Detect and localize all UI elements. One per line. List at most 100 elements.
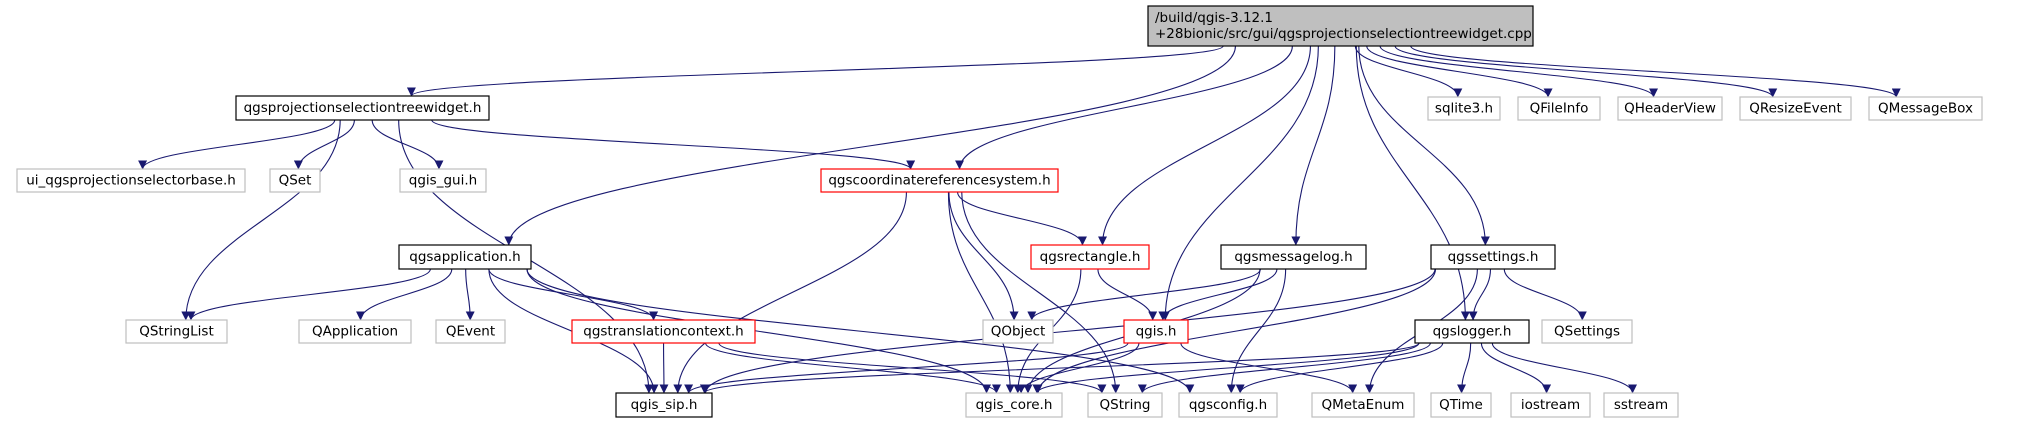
edge-root-to-qfileinfo: [1366, 45, 1553, 98]
node-box: [1510, 392, 1591, 418]
node-qgis-core[interactable]: qgis_core.h: [965, 392, 1063, 418]
edge-root-to-qmessagebox: [1410, 45, 1901, 98]
node-app-h[interactable]: qgsapplication.h: [398, 244, 532, 270]
edge-root-to-qgis-h: [1160, 45, 1319, 321]
edge-root-to-qheaderview: [1379, 45, 1658, 98]
node-qobject[interactable]: QObject: [982, 319, 1054, 344]
node-label: qgstranslationcontext.h: [583, 324, 744, 340]
edge-crs-h-to-qobject: [948, 191, 1019, 321]
node-crs-h[interactable]: qgscoordinatereferencesystem.h: [820, 168, 1059, 193]
node-box: [571, 319, 756, 344]
node-label: qgsapplication.h: [409, 249, 521, 265]
node-qtime[interactable]: QTime: [1430, 392, 1492, 418]
edge-qgis-h-to-qgis-core: [1016, 342, 1140, 394]
node-qapplication[interactable]: QApplication: [298, 319, 412, 344]
node-root[interactable]: /build/qgis-3.12.1+28bionic/src/gui/qgsp…: [1147, 5, 1534, 47]
node-label: QSettings: [1554, 324, 1620, 340]
node-box: [398, 244, 532, 270]
edge-crs-h-to-qgis-sip: [673, 191, 907, 394]
node-box: [1427, 96, 1501, 121]
node-qgis-sip[interactable]: qgis_sip.h: [615, 392, 713, 418]
node-label: qgscoordinatereferencesystem.h: [828, 173, 1050, 189]
edge-logger-h-to-qtime: [1457, 342, 1472, 394]
node-label: QResizeEvent: [1749, 101, 1842, 117]
node-box: [615, 392, 713, 418]
node-box: [1430, 392, 1492, 418]
file-nodes: /build/qgis-3.12.1+28bionic/src/gui/qgsp…: [16, 5, 1983, 418]
node-box: [1030, 244, 1150, 270]
node-sqlite3-h[interactable]: sqlite3.h: [1427, 96, 1501, 121]
node-label: QSet: [279, 173, 312, 189]
node-box: [1603, 392, 1679, 418]
node-box: [982, 319, 1054, 344]
node-box: [820, 168, 1059, 193]
dependency-edges: [138, 45, 1901, 394]
node-box: [399, 168, 487, 193]
node-label: qgis_sip.h: [631, 397, 698, 413]
node-label: qgsrectangle.h: [1040, 249, 1141, 265]
node-qgsconfig[interactable]: qgsconfig.h: [1178, 392, 1278, 418]
node-label: sstream: [1614, 397, 1668, 413]
node-qstringlist[interactable]: QStringList: [125, 319, 228, 344]
node-box: [16, 168, 246, 193]
node-treewidget-h[interactable]: qgsprojectionselectiontreewidget.h: [235, 95, 490, 121]
node-box: [1311, 392, 1415, 418]
node-box: [1739, 96, 1852, 121]
edge-treewidget-h-to-qset: [293, 119, 355, 170]
edge-root-to-logger-h: [1355, 45, 1470, 321]
node-label: QHeaderView: [1624, 101, 1716, 117]
edge-logger-h-to-qgis-sip: [700, 342, 1420, 394]
node-ui-base[interactable]: ui_qgsprojectionselectorbase.h: [16, 168, 246, 193]
node-box: [1123, 319, 1189, 344]
node-box: [1147, 5, 1534, 47]
node-box: [1414, 319, 1530, 344]
node-rect-h[interactable]: qgsrectangle.h: [1030, 244, 1150, 270]
node-qgis-h[interactable]: qgis.h: [1123, 319, 1189, 344]
edge-settings-h-to-qgis-sip: [701, 268, 1436, 394]
node-label: qgis.h: [1136, 324, 1177, 340]
edge-settings-h-to-qsettings: [1503, 268, 1587, 321]
edge-logger-h-to-iostream: [1480, 342, 1552, 394]
node-box: [235, 95, 490, 121]
node-label: qgsconfig.h: [1189, 397, 1267, 413]
node-qgis-gui[interactable]: qgis_gui.h: [399, 168, 487, 193]
node-label: qgsmessagelog.h: [1234, 249, 1352, 265]
node-transctx-h[interactable]: qgstranslationcontext.h: [571, 319, 756, 344]
node-msglog-h[interactable]: qgsmessagelog.h: [1220, 244, 1367, 270]
node-box: [965, 392, 1063, 418]
edge-settings-h-to-qgis-core: [1033, 268, 1437, 394]
node-qsettings[interactable]: QSettings: [1541, 319, 1633, 344]
node-label: iostream: [1521, 397, 1580, 413]
edge-logger-h-to-qgsconfig: [1235, 342, 1444, 394]
node-qmessagebox[interactable]: QMessageBox: [1868, 96, 1983, 121]
edge-logger-h-to-sstream: [1491, 342, 1637, 394]
node-qresizeevent[interactable]: QResizeEvent: [1739, 96, 1852, 121]
node-label: qgssettings.h: [1448, 249, 1539, 265]
node-label: QString: [1100, 397, 1151, 413]
node-sstream[interactable]: sstream: [1603, 392, 1679, 418]
node-qstring[interactable]: QString: [1087, 392, 1163, 418]
edge-rect-h-to-qgis-h: [1097, 268, 1158, 321]
edge-app-h-to-qevent: [465, 268, 475, 321]
node-logger-h[interactable]: qgslogger.h: [1414, 319, 1530, 344]
node-qfileinfo[interactable]: QFileInfo: [1517, 96, 1601, 121]
node-label: QFileInfo: [1530, 101, 1589, 117]
edge-qgis-h-to-qmetaenum: [1180, 342, 1358, 394]
edge-treewidget-h-to-crs-h: [431, 119, 915, 170]
node-settings-h[interactable]: qgssettings.h: [1430, 244, 1556, 270]
node-label: QMetaEnum: [1322, 397, 1405, 413]
edge-msglog-h-to-qgsconfig: [1226, 268, 1287, 394]
edge-root-to-msglog-h: [1291, 45, 1336, 246]
node-label: /build/qgis-3.12.1: [1155, 10, 1273, 26]
node-label: QTime: [1439, 397, 1483, 413]
node-label: qgslogger.h: [1433, 324, 1512, 340]
edge-settings-h-to-logger-h: [1468, 268, 1492, 321]
node-qmetaenum[interactable]: QMetaEnum: [1311, 392, 1415, 418]
node-qset[interactable]: QSet: [269, 168, 321, 193]
edge-treewidget-h-to-qgis-gui: [371, 119, 444, 170]
edge-root-to-qresizeevent: [1394, 45, 1778, 98]
node-box: [125, 319, 228, 344]
node-qheaderview[interactable]: QHeaderView: [1617, 96, 1723, 121]
node-iostream[interactable]: iostream: [1510, 392, 1591, 418]
node-qevent[interactable]: QEvent: [435, 319, 506, 344]
